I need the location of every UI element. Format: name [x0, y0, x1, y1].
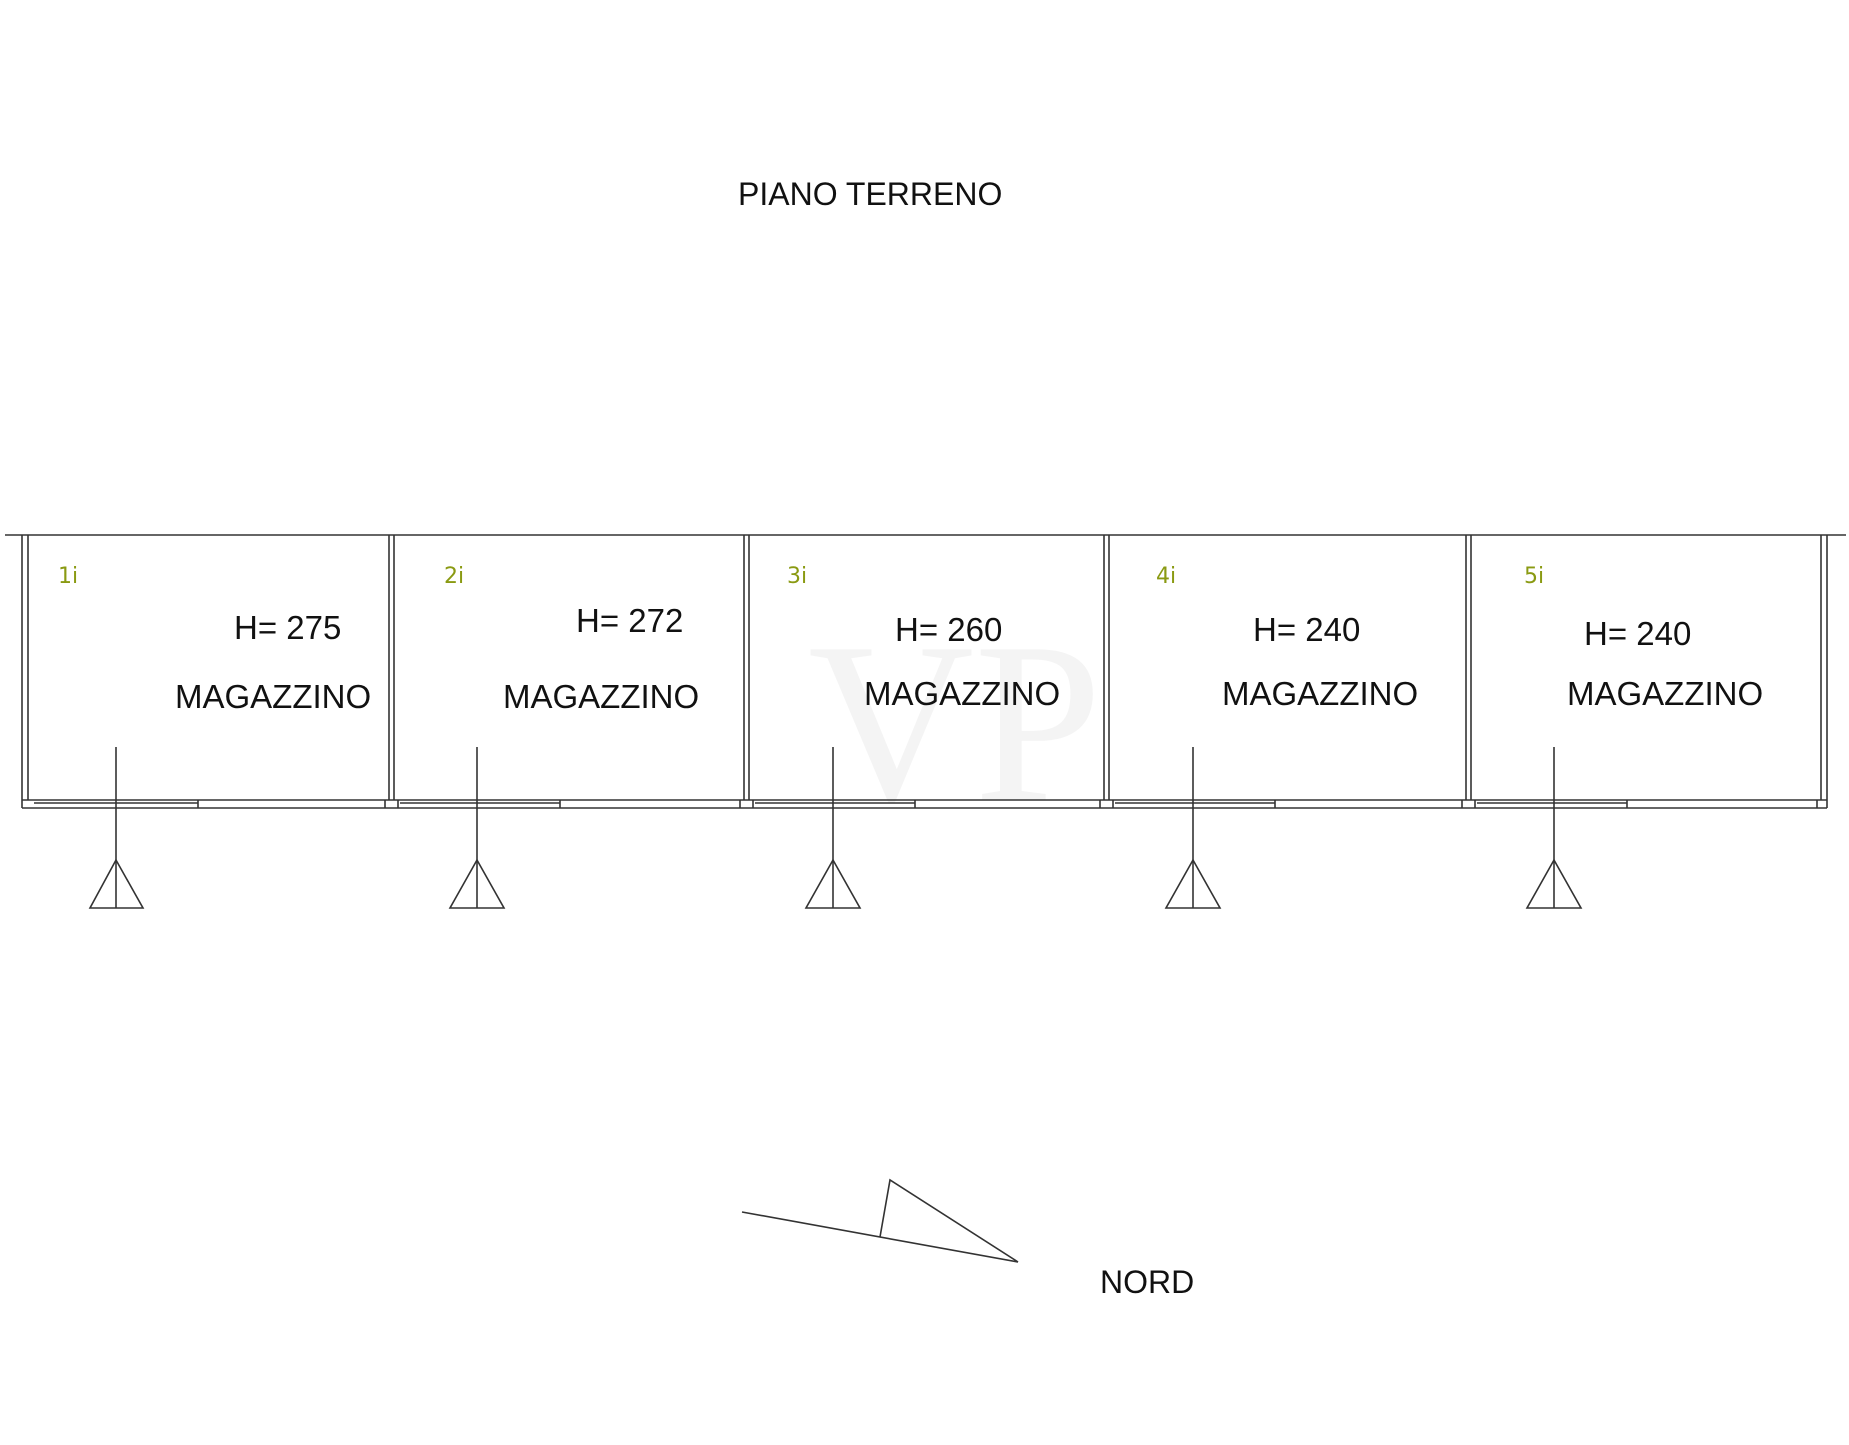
unit-4i: 4i H= 240 MAGAZZINO: [1156, 564, 1418, 909]
entrance-arrow-icon: [448, 747, 506, 909]
ceiling-height-label: H= 272: [576, 602, 683, 639]
building-outline: [5, 534, 1846, 809]
unit-number: 2i: [444, 564, 464, 589]
ceiling-height-label: H= 260: [895, 611, 1002, 648]
room-label: MAGAZZINO: [503, 678, 699, 715]
unit-1i: 1i H= 275 MAGAZZINO: [58, 564, 371, 909]
entrance-arrow-icon: [804, 747, 862, 909]
ceiling-height-label: H= 275: [234, 609, 341, 646]
entrance-arrow-icon: [1525, 747, 1583, 909]
unit-number: 1i: [58, 564, 78, 589]
ceiling-height-label: H= 240: [1584, 615, 1691, 652]
unit-number: 5i: [1524, 564, 1544, 589]
unit-5i: 5i H= 240 MAGAZZINO: [1524, 564, 1763, 909]
unit-2i: 2i H= 272 MAGAZZINO: [444, 564, 699, 909]
unit-number: 3i: [787, 564, 807, 589]
entrance-arrow-icon: [88, 747, 145, 909]
room-label: MAGAZZINO: [864, 675, 1060, 712]
floor-title: PIANO TERRENO: [738, 176, 1002, 212]
unit-3i: 3i H= 260 MAGAZZINO: [787, 564, 1060, 909]
entrance-arrow-icon: [1164, 747, 1222, 909]
unit-number: 4i: [1156, 564, 1176, 589]
room-label: MAGAZZINO: [1222, 675, 1418, 712]
room-label: MAGAZZINO: [1567, 675, 1763, 712]
ceiling-height-label: H= 240: [1253, 611, 1360, 648]
north-label: NORD: [1100, 1264, 1194, 1300]
room-label: MAGAZZINO: [175, 678, 371, 715]
north-arrow-icon: [741, 1178, 1019, 1263]
